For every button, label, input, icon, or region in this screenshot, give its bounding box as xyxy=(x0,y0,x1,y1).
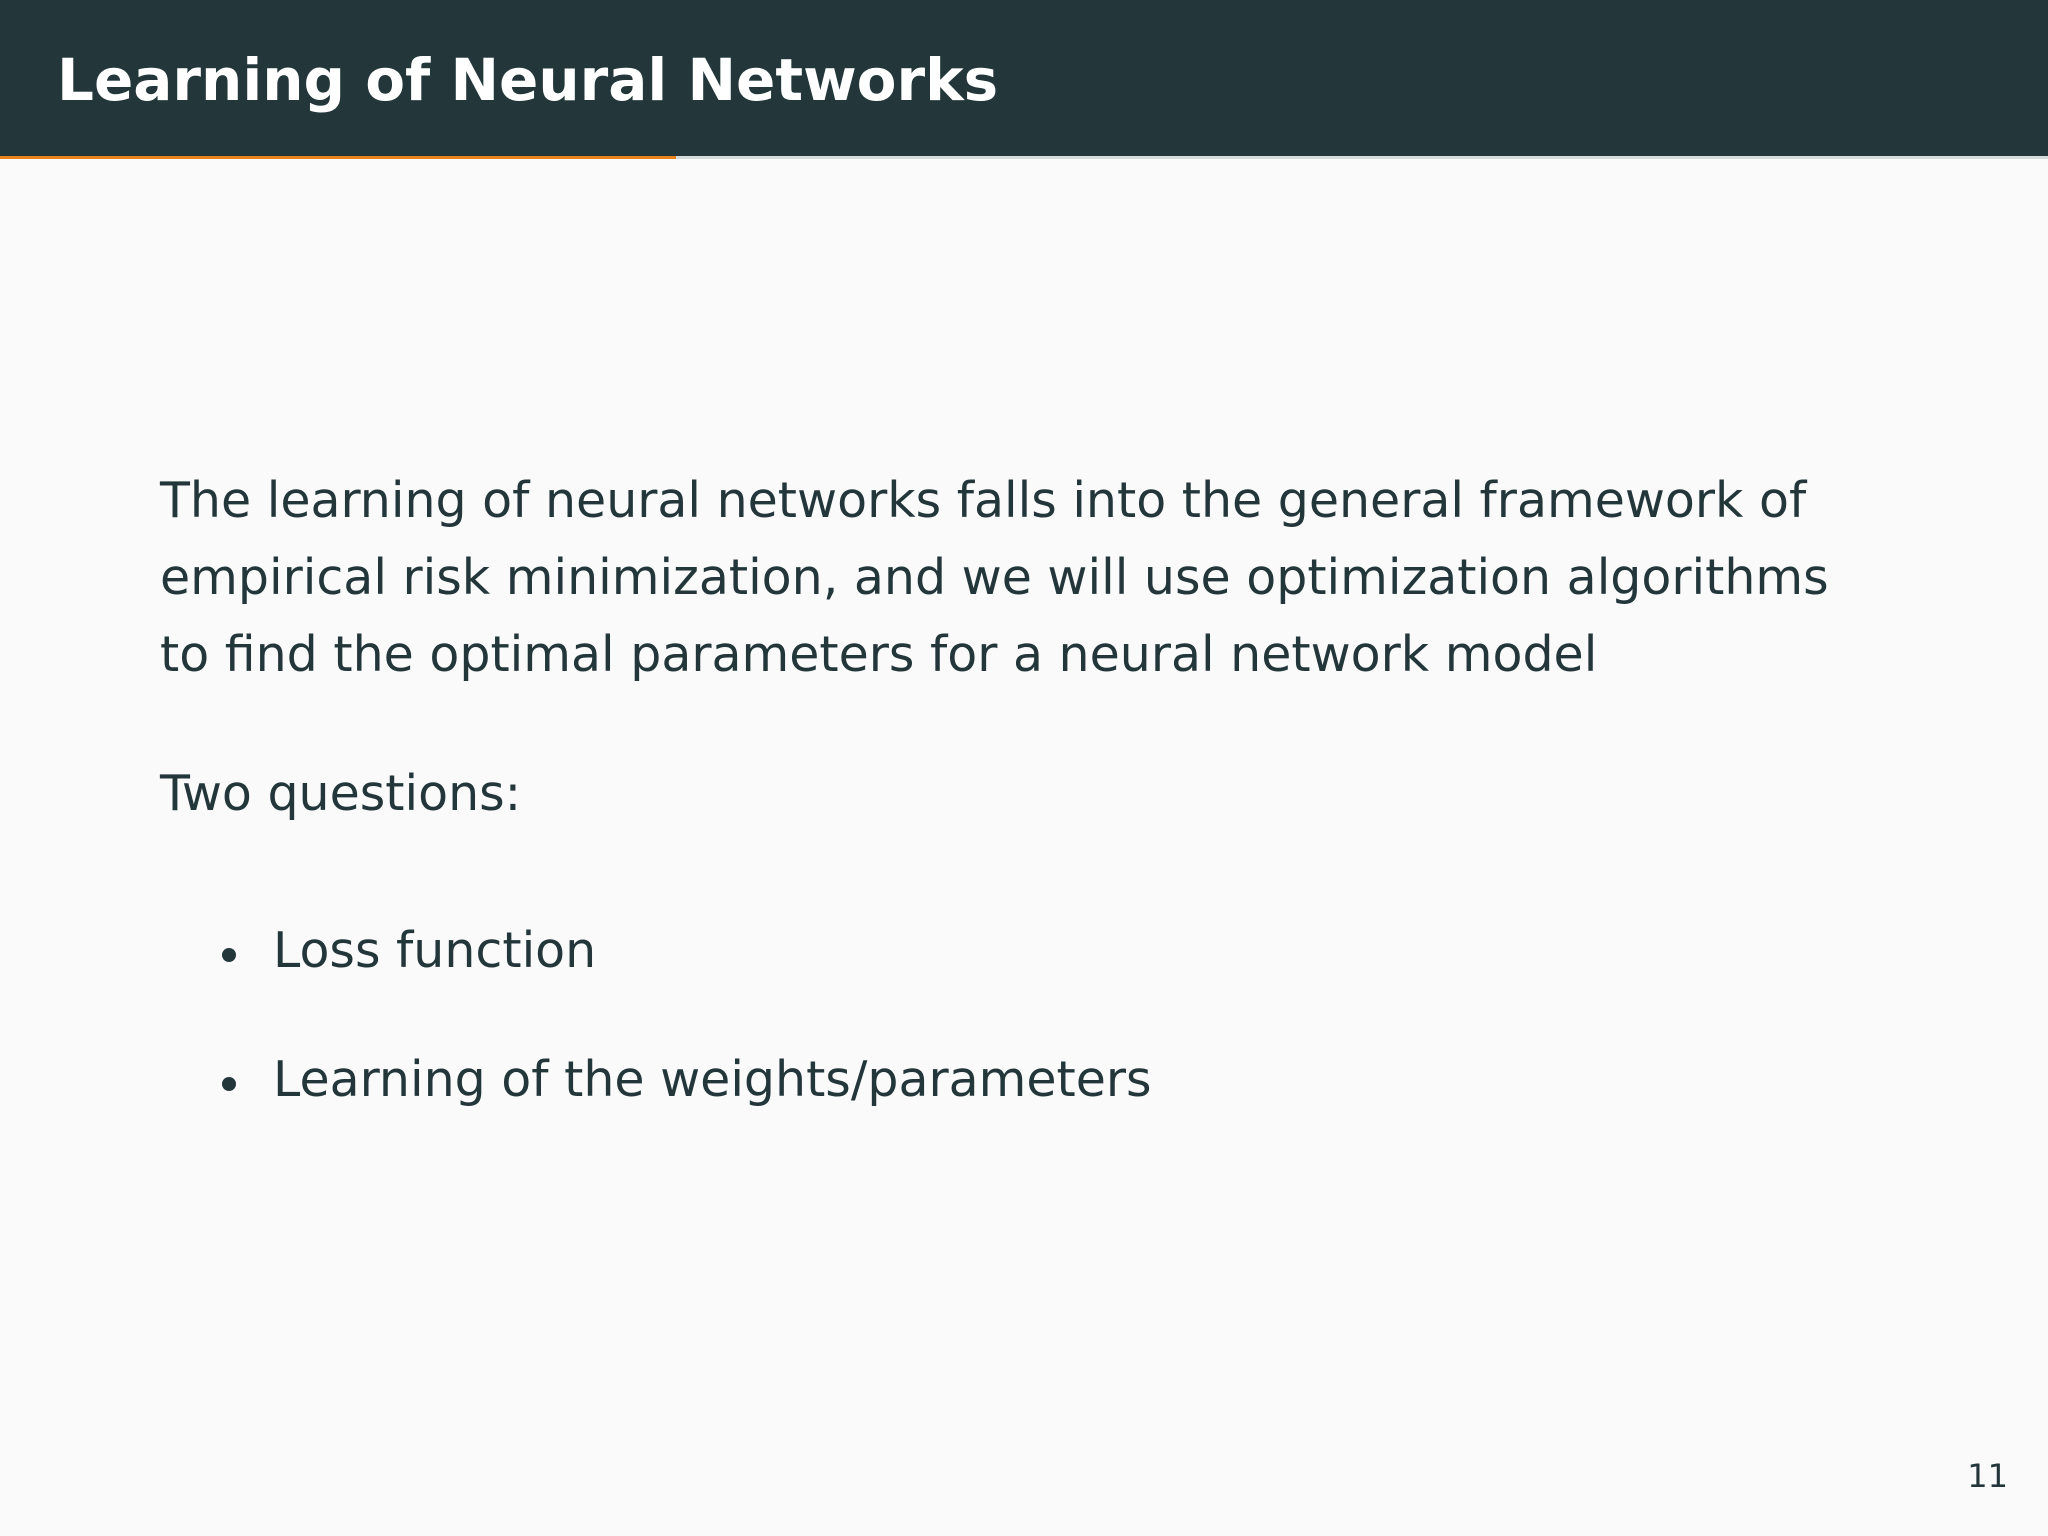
list-item-label: Learning of the weights/parameters xyxy=(273,1051,1152,1108)
progress-bar xyxy=(0,156,2048,159)
bullet-icon xyxy=(222,948,236,962)
progress-bar-fill xyxy=(0,156,676,159)
list-item-label: Loss function xyxy=(273,922,597,979)
slide-title: Learning of Neural Networks xyxy=(57,46,999,114)
questions-heading: Two questions: xyxy=(160,765,522,822)
bullet-icon xyxy=(222,1077,236,1091)
title-bar: Learning of Neural Networks xyxy=(0,0,2048,156)
page-number: 11 xyxy=(1967,1457,2008,1495)
body-paragraph: The learning of neural networks falls in… xyxy=(160,472,1829,683)
